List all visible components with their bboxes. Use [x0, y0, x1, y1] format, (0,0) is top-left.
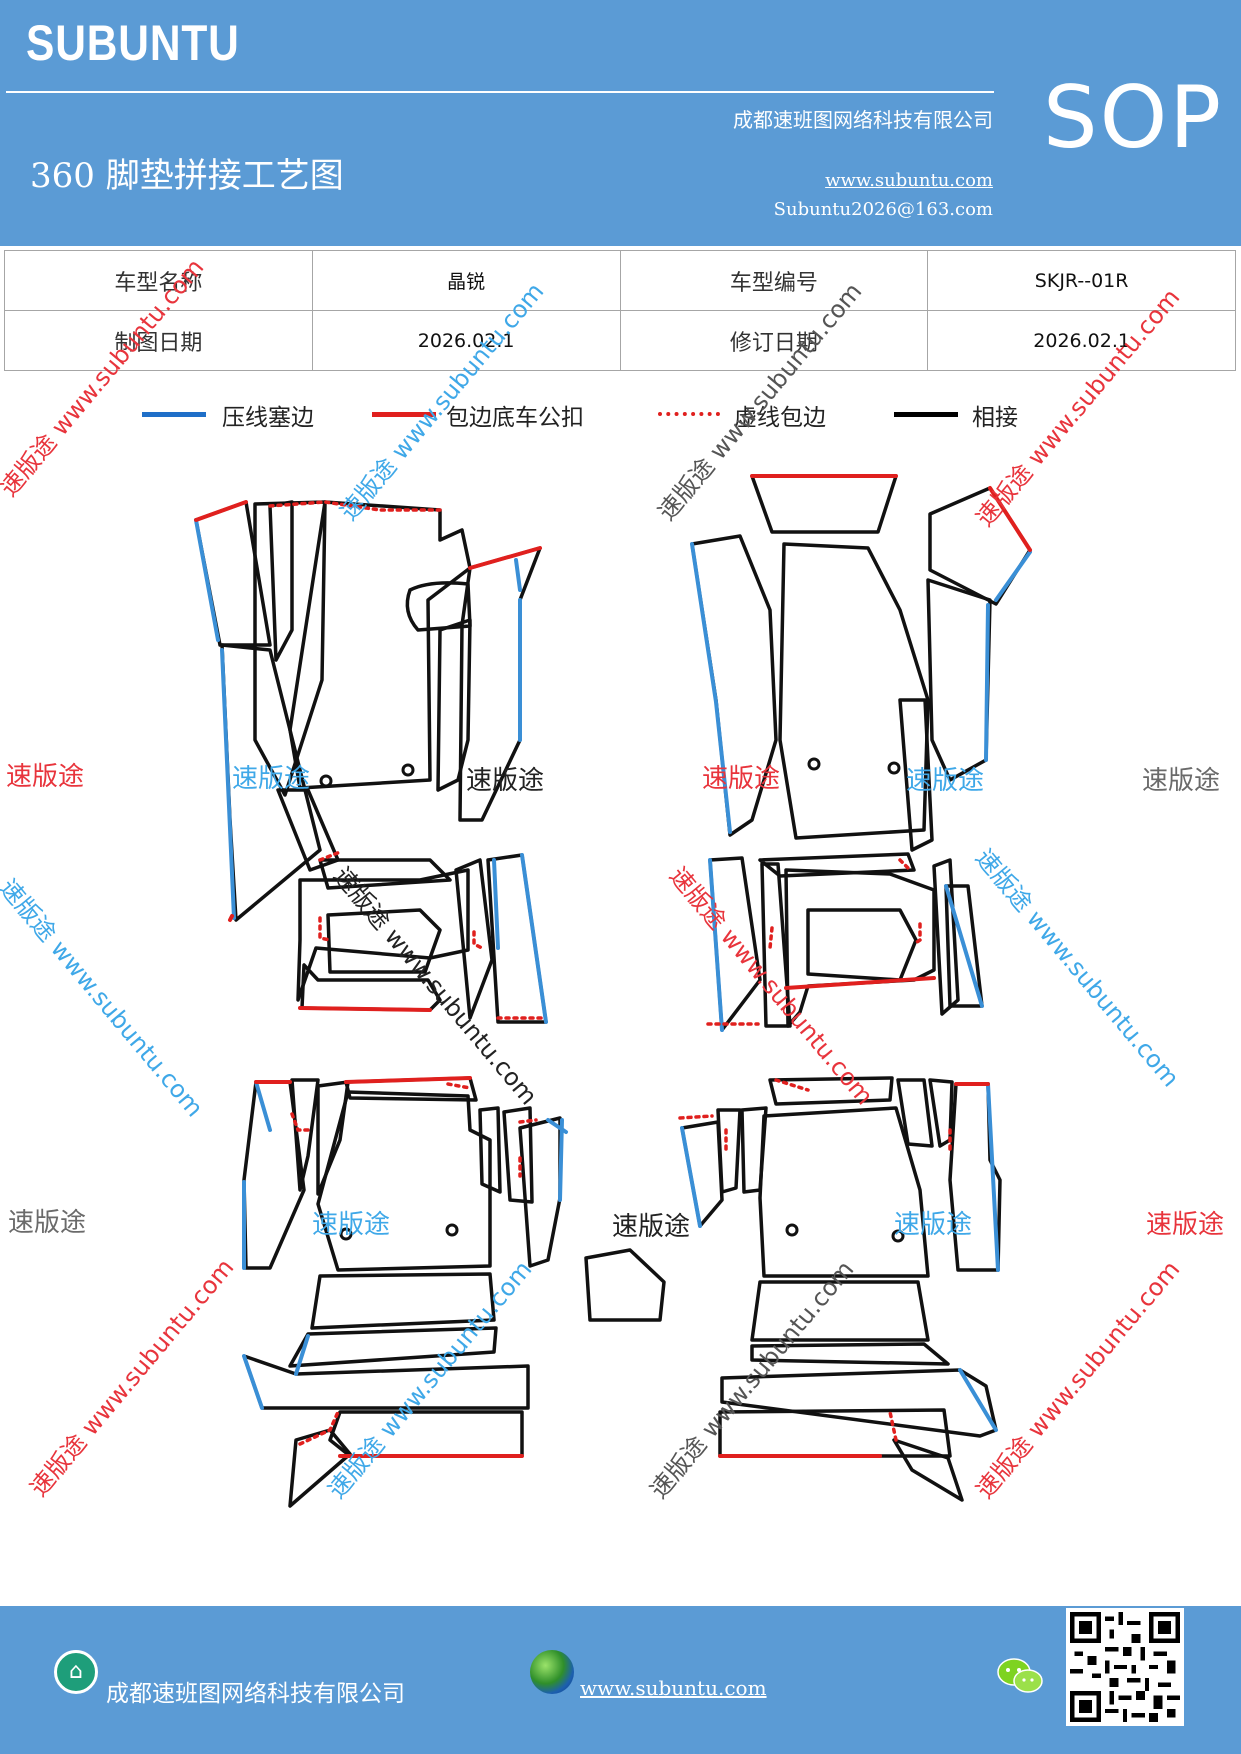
mat-piece	[288, 1326, 498, 1368]
mat-piece	[316, 1090, 492, 1272]
company-name: 成都速班图网络科技有限公司	[733, 108, 993, 132]
legend-swatch-red-dotted	[658, 412, 720, 416]
mat-piece	[310, 1272, 496, 1330]
footer-website-link[interactable]: www.subuntu.com	[580, 1676, 767, 1700]
red-dotted-edge-overlay	[268, 500, 952, 1446]
mat-piece	[436, 618, 472, 792]
car-name-label: 车型名称	[4, 250, 313, 311]
revise-date-label: 修订日期	[619, 310, 929, 371]
mat-clip-holes	[319, 757, 905, 1243]
mat-piece	[896, 1078, 934, 1148]
legend-label: 包边底车公扣	[446, 405, 584, 431]
brand-logo: SUBUNTU	[26, 15, 240, 71]
mat-piece	[806, 908, 918, 982]
legend-label: 虚线包边	[734, 405, 826, 431]
mat-piece	[690, 534, 778, 837]
mat-piece	[288, 500, 472, 790]
mat-piece	[758, 1106, 930, 1278]
mat-piece	[288, 1428, 352, 1508]
mat-piece	[778, 542, 930, 840]
table-row: 制图日期 2026.02.1 修订日期 2026.02.1	[4, 310, 1236, 371]
mat-piece	[926, 578, 992, 782]
qr-code[interactable]	[1066, 1608, 1184, 1726]
globe-icon	[530, 1650, 574, 1694]
draw-date-value: 2026.02.1	[311, 310, 621, 371]
legend-item-dotted-edge: 虚线包边	[658, 398, 826, 432]
legend-item-wrap-edge: 包边底车公扣	[372, 398, 584, 432]
mat-piece	[750, 1280, 930, 1342]
legend-swatch-red	[372, 412, 436, 417]
mat-front-right-group	[690, 474, 1032, 1032]
mat-rear-right-group	[680, 1076, 1002, 1502]
legend-swatch-black	[894, 412, 958, 417]
car-code-label: 车型编号	[619, 250, 929, 311]
mat-piece	[768, 1076, 894, 1106]
mat-piece	[928, 1078, 954, 1148]
legend-swatch-blue	[142, 412, 206, 417]
floor-mat-diagram	[194, 474, 1032, 1508]
legend-label: 压线塞边	[222, 405, 314, 431]
mat-piece	[454, 858, 494, 1020]
mat-front-left-group	[194, 500, 548, 1024]
header-banner: SUBUNTU 成都速班图网络科技有限公司 360 脚垫拼接工艺图 www.su…	[0, 0, 1241, 246]
mat-piece	[680, 1120, 724, 1228]
mat-piece	[758, 852, 916, 878]
mat-piece	[502, 1106, 534, 1204]
table-row: 车型名称 晶锐 车型编号 SKJR--01R	[4, 250, 1236, 311]
mat-piece	[932, 858, 960, 1016]
website-link[interactable]: www.subuntu.com	[825, 170, 993, 191]
mat-piece	[898, 698, 934, 852]
mat-piece	[750, 1342, 950, 1366]
mat-piece	[326, 908, 442, 974]
wechat-icon	[997, 1658, 1043, 1693]
footer-banner: ⌂ 成都速班图网络科技有限公司 www.subuntu.com	[0, 1606, 1241, 1754]
mat-piece	[268, 500, 294, 662]
home-icon: ⌂	[54, 1650, 98, 1694]
mat-piece	[718, 1408, 952, 1458]
revise-date-value: 2026.02.1	[927, 310, 1236, 371]
edge-legend: 压线塞边 包边底车公扣 虚线包边 相接	[0, 398, 1241, 438]
mat-piece	[318, 858, 452, 890]
mat-piece	[584, 1248, 666, 1322]
mat-piece	[328, 1410, 524, 1458]
car-name-value: 晶锐	[311, 250, 621, 311]
mat-piece	[716, 1108, 742, 1194]
mat-piece	[750, 474, 898, 534]
car-code-value: SKJR--01R	[927, 250, 1236, 311]
mat-piece	[478, 1106, 502, 1194]
sop-badge: SOP	[1043, 68, 1224, 168]
vehicle-info-table: 车型名称 晶锐 车型编号 SKJR--01R 制图日期 2026.02.1 修订…	[4, 250, 1236, 371]
email-address: Subuntu2026@163.com	[773, 199, 993, 220]
mat-piece	[290, 1078, 320, 1192]
mat-piece	[892, 1438, 964, 1502]
page-title: 360 脚垫拼接工艺图	[30, 156, 344, 196]
legend-item-joint: 相接	[894, 398, 1018, 432]
mat-piece	[458, 546, 542, 822]
legend-label: 相接	[972, 405, 1018, 431]
mat-piece	[316, 1080, 350, 1196]
mat-piece	[518, 1116, 562, 1268]
footer-company-name: 成都速班图网络科技有限公司	[106, 1681, 405, 1707]
red-edge-overlay	[194, 474, 1032, 1458]
header-divider	[6, 91, 994, 93]
legend-item-press-line: 压线塞边	[142, 398, 314, 432]
blue-edge-overlay	[194, 518, 1032, 1432]
mat-piece	[720, 1368, 998, 1438]
mat-piece	[242, 1354, 530, 1410]
mat-rear-left-group	[242, 1076, 666, 1508]
draw-date-label: 制图日期	[4, 310, 313, 371]
